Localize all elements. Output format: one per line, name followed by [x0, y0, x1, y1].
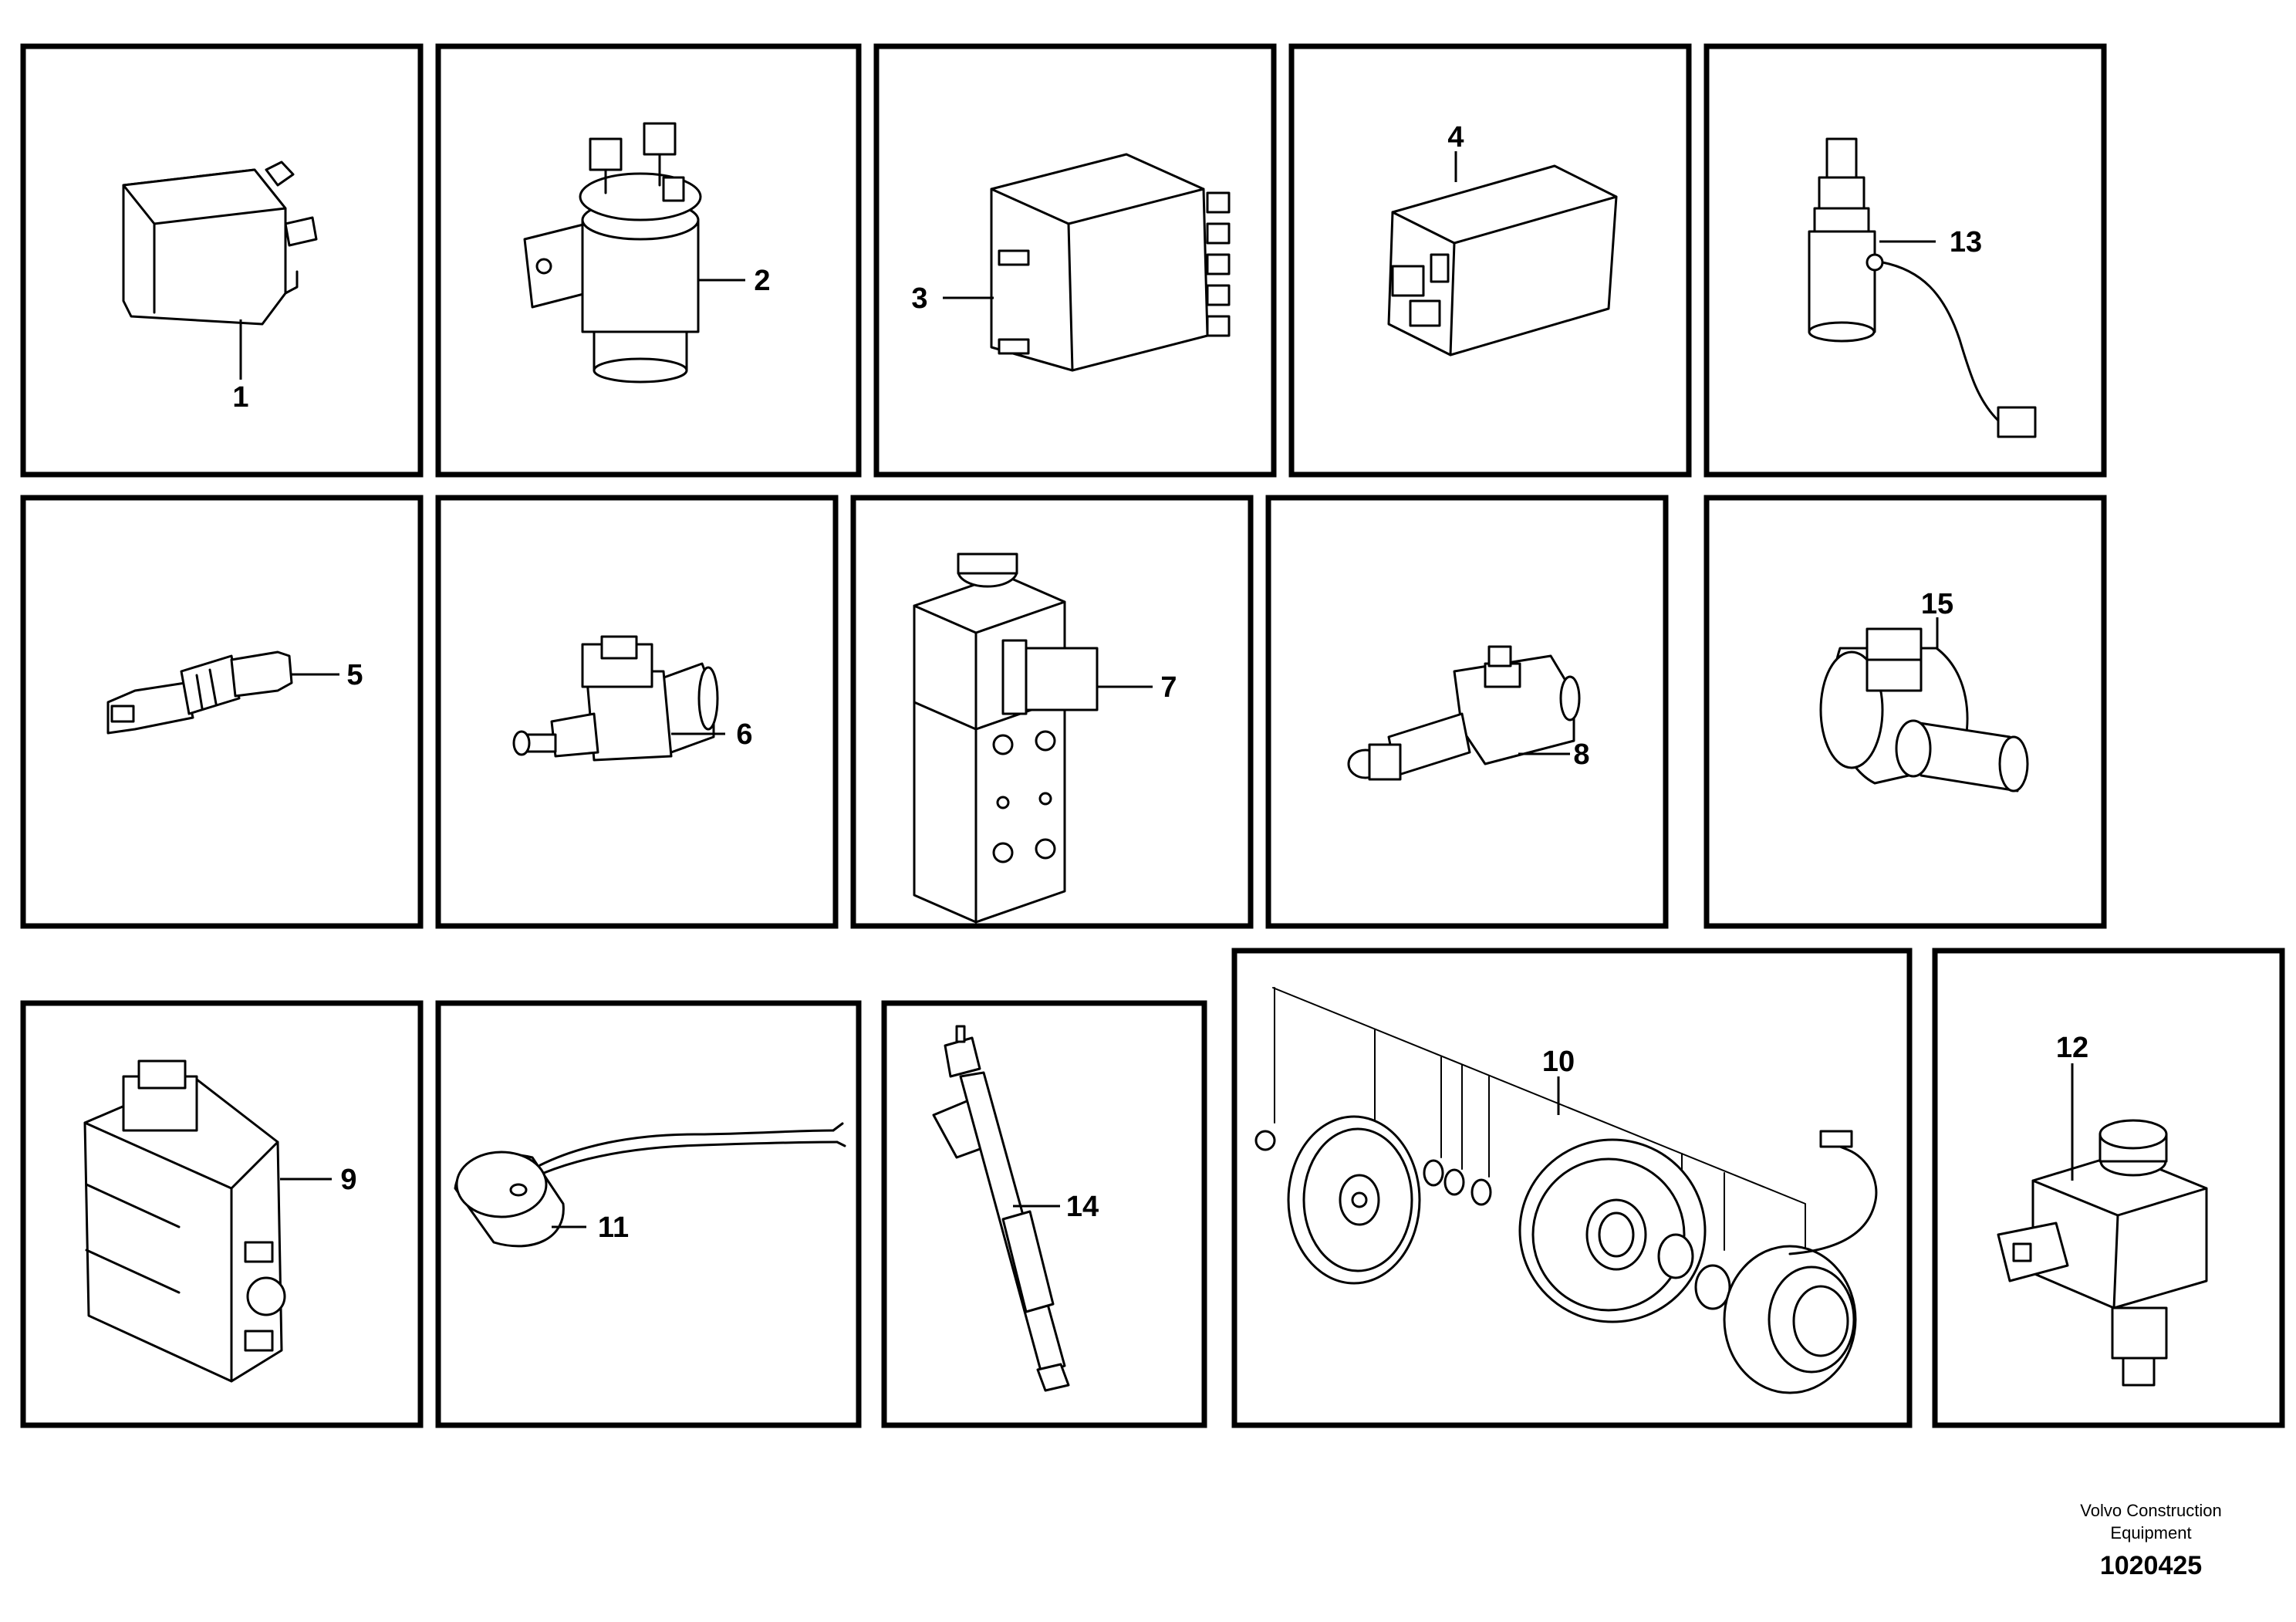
control-module-illustration — [83, 1059, 286, 1383]
part-panel-5[interactable]: 5 — [20, 495, 424, 929]
solenoid-valve-illustration — [512, 635, 719, 762]
callout-11: 11 — [598, 1211, 629, 1244]
callout-4: 4 — [1447, 121, 1464, 154]
cartridge-valve-illustration — [1347, 645, 1581, 781]
part-panel-11[interactable]: 11 — [435, 1000, 862, 1428]
solenoid-connector-illustration — [1997, 1119, 2208, 1387]
callout-14: 14 — [1066, 1191, 1099, 1223]
part-panel-14[interactable]: 14 — [881, 1000, 1207, 1428]
callout-2: 2 — [754, 265, 770, 297]
puck-sensor-illustration — [454, 1122, 846, 1248]
callout-6: 6 — [736, 718, 752, 751]
title-block: Volvo Construction Equipment 1020425 — [2080, 1501, 2221, 1580]
part-panel-12[interactable]: 12 — [1932, 948, 2285, 1428]
part-panel-4[interactable]: 4 — [1288, 43, 1692, 478]
callout-9: 9 — [340, 1164, 356, 1196]
solenoid-block-illustration — [913, 552, 1099, 924]
part-panel-3[interactable]: 3 — [873, 43, 1277, 478]
solenoid-coil-illustration — [1819, 627, 2029, 792]
part-panel-2[interactable]: 2 — [435, 43, 862, 478]
callout-12: 12 — [2056, 1032, 2088, 1064]
part-panel-8[interactable]: 8 — [1265, 495, 1669, 929]
part-panel-6[interactable]: 6 — [435, 495, 839, 929]
clutch-kit-illustration — [1254, 987, 1878, 1394]
callout-10: 10 — [1542, 1046, 1575, 1078]
part-panel-9[interactable]: 9 — [20, 1000, 424, 1428]
injector-illustration — [932, 1025, 1070, 1392]
relay-illustration — [122, 161, 318, 326]
callout-7: 7 — [1160, 671, 1177, 704]
part-panel-1[interactable]: 1 — [20, 43, 424, 478]
company-name-line2: Equipment — [2110, 1523, 2191, 1543]
callout-3: 3 — [911, 282, 927, 315]
company-name-line1: Volvo Construction — [2080, 1501, 2221, 1520]
callout-5: 5 — [346, 659, 363, 691]
callout-15: 15 — [1921, 588, 1953, 620]
pressure-switch-illustration — [1808, 137, 2037, 438]
callout-1: 1 — [232, 381, 248, 414]
callout-8: 8 — [1573, 738, 1589, 771]
part-panel-15[interactable]: 15 — [1703, 495, 2107, 929]
part-panel-7[interactable]: 7 — [850, 495, 1254, 929]
plug-relay-illustration — [1387, 164, 1618, 357]
part-panel-10[interactable]: 10 — [1231, 948, 1913, 1428]
temperature-sensor-illustration — [106, 650, 293, 735]
part-panel-13[interactable]: 13 — [1703, 43, 2107, 478]
drawing-number: 1020425 — [2100, 1551, 2202, 1580]
callout-13: 13 — [1950, 226, 1982, 259]
relay-block-illustration — [990, 153, 1231, 372]
solenoid-illustration — [523, 122, 702, 384]
